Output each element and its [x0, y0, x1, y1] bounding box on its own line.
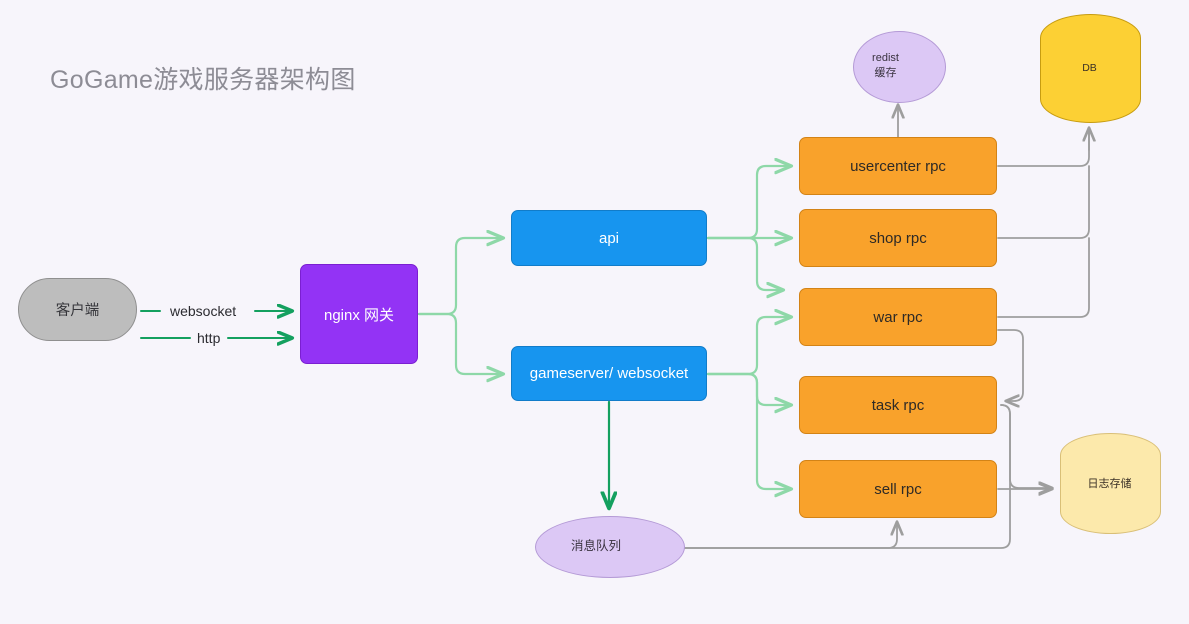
node-redis-cache[interactable]: redist 缓存 [853, 31, 946, 103]
node-gameserver[interactable]: gameserver/ websocket [511, 346, 707, 401]
edge-usercenter-db [997, 130, 1090, 167]
edge-mq-sell [683, 522, 897, 549]
node-redis-label-line2: 缓存 [874, 67, 897, 79]
node-redis-label-line1: redist [872, 52, 899, 65]
node-nginx-label: nginx 网关 [323, 306, 395, 324]
edge-gameserver-war [706, 317, 791, 376]
node-war-label: war rpc [873, 308, 923, 326]
node-api[interactable]: api [511, 210, 707, 266]
redis-cylinder-shape [853, 31, 946, 103]
node-nginx-gateway[interactable]: nginx 网关 [300, 264, 418, 364]
edge-task-logs [1000, 404, 1052, 488]
node-api-label: api [598, 229, 620, 247]
edge-nginx-api [417, 238, 503, 316]
node-database[interactable]: DB [1040, 14, 1141, 123]
edge-nginx-gameserver [417, 312, 503, 374]
node-war-rpc[interactable]: war rpc [799, 288, 997, 346]
node-usercenter-label: usercenter rpc [850, 157, 946, 175]
node-client[interactable]: 客户端 [18, 278, 137, 341]
page-title: GoGame游戏服务器架构图 [50, 66, 356, 94]
node-usercenter-rpc[interactable]: usercenter rpc [799, 137, 997, 195]
node-redis-label: redist 缓存 [853, 31, 944, 101]
edge-label-http: http [197, 330, 221, 346]
db-cylinder-shape [1040, 14, 1141, 123]
mq-cylinder-shape [535, 516, 685, 578]
node-mq-label: 消息队列 [570, 538, 621, 553]
edge-label-websocket: websocket [170, 303, 237, 319]
logs-cylinder-shape [1060, 433, 1161, 534]
edge-war-db [997, 237, 1090, 318]
edge-gameserver-sell [706, 372, 791, 489]
node-shop-label: shop rpc [869, 229, 927, 247]
node-task-label: task rpc [871, 396, 925, 414]
node-message-queue[interactable]: 消息队列 [535, 516, 685, 578]
edge-mq-task [683, 404, 1011, 549]
edge-war-task [997, 329, 1024, 401]
node-db-label: DB [1082, 61, 1097, 74]
node-log-storage[interactable]: 日志存储 [1060, 433, 1161, 534]
node-client-label: 客户端 [55, 303, 100, 319]
edge-api-usercenter [706, 166, 791, 240]
node-task-rpc[interactable]: task rpc [799, 376, 997, 434]
edge-api-branch-down [706, 236, 783, 290]
node-logs-label: 日志存储 [1087, 477, 1132, 490]
edge-shop-db [997, 165, 1090, 239]
node-gameserver-label: gameserver/ websocket [529, 365, 689, 382]
edge-gameserver-task [706, 372, 791, 405]
node-shop-rpc[interactable]: shop rpc [799, 209, 997, 267]
node-sell-rpc[interactable]: sell rpc [799, 460, 997, 518]
node-sell-label: sell rpc [874, 480, 922, 498]
